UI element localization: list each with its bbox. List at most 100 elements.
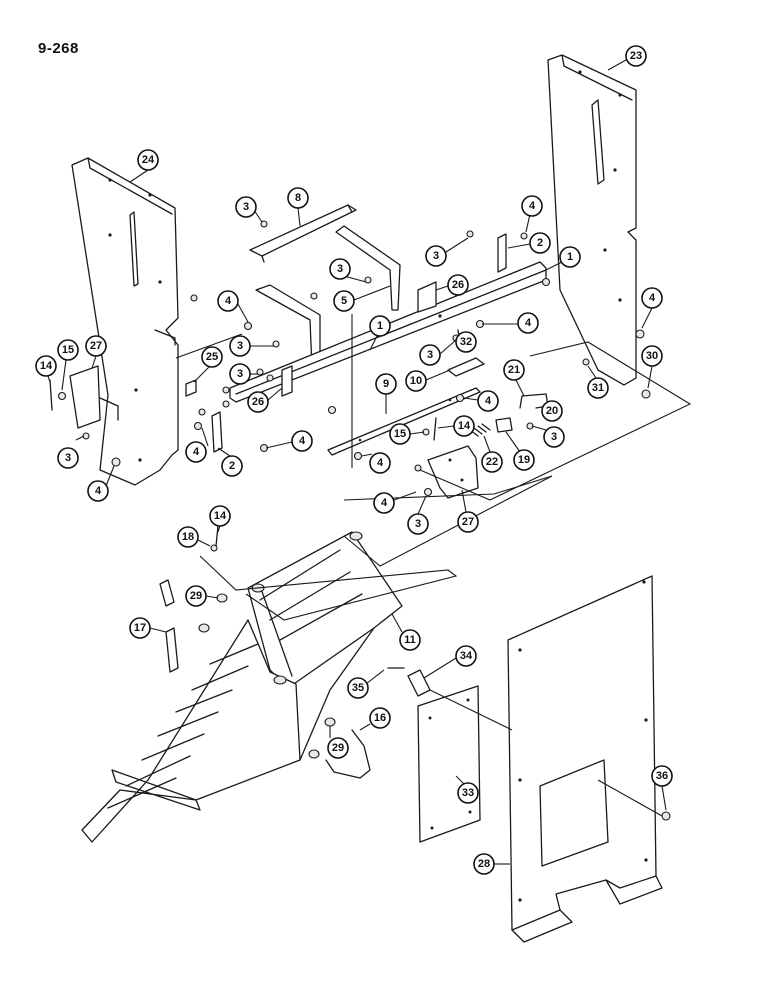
callout-20-label: 20 — [546, 405, 558, 417]
callout-17-label: 17 — [134, 622, 146, 634]
callout-2-b: 2 — [217, 447, 243, 477]
callout-32-label: 32 — [460, 336, 472, 348]
callout-5: 5 — [333, 285, 391, 312]
callout-14-c: 14 — [209, 505, 231, 533]
callout-2-a-label: 2 — [537, 237, 543, 249]
callout-4-b-label: 4 — [225, 295, 232, 307]
callout-3-a: 3 — [235, 196, 263, 223]
callout-3-d: 3 — [229, 335, 274, 357]
callout-26-b-label: 26 — [252, 396, 264, 408]
callout-3-h: 3 — [407, 495, 429, 535]
callout-4-a: 4 — [521, 195, 543, 233]
callout-3-a-label: 3 — [243, 201, 249, 213]
callout-11: 11 — [391, 613, 421, 651]
callout-28-label: 28 — [478, 858, 490, 870]
callout-27-b-label: 27 — [462, 516, 474, 528]
callout-27-b: 27 — [457, 489, 479, 533]
callout-29-a-label: 29 — [190, 590, 202, 602]
callout-4-d: 4 — [641, 287, 663, 329]
callout-34-label: 34 — [460, 650, 473, 662]
callout-3-e-label: 3 — [237, 368, 243, 380]
callout-22: 22 — [481, 435, 503, 473]
callout-2-a: 2 — [507, 232, 551, 254]
callout-3-h-label: 3 — [415, 518, 421, 530]
callout-23-label: 23 — [630, 50, 642, 62]
callout-27-a-label: 27 — [90, 340, 102, 352]
callout-14-b: 14 — [437, 415, 475, 437]
callout-14-c-label: 14 — [214, 510, 227, 522]
callout-4-i-label: 4 — [95, 485, 102, 497]
left-side-panel — [71, 157, 179, 486]
callout-25: 25 — [193, 346, 223, 383]
callout-36-label: 36 — [656, 770, 668, 782]
callout-26-b: 26 — [247, 387, 283, 413]
page-number: 9-268 — [38, 40, 79, 57]
hardware — [49, 220, 651, 552]
step-accessories — [159, 579, 371, 779]
callout-4-c-label: 4 — [525, 317, 532, 329]
callout-14-b-label: 14 — [458, 420, 471, 432]
callout-3-f-label: 3 — [427, 349, 433, 361]
callout-21-label: 21 — [508, 364, 520, 376]
callout-8: 8 — [287, 187, 309, 227]
callout-4-h: 4 — [361, 452, 391, 474]
assembly-guide-lines — [175, 314, 692, 817]
callout-9: 9 — [375, 373, 397, 414]
callout-26-a-label: 26 — [452, 279, 464, 291]
callout-16: 16 — [359, 707, 391, 731]
callout-24-label: 24 — [142, 154, 155, 166]
callout-24: 24 — [129, 149, 159, 183]
callout-16-label: 16 — [374, 712, 386, 724]
callout-36: 36 — [651, 765, 673, 811]
callout-29-a: 29 — [185, 585, 219, 607]
callout-19-label: 19 — [518, 454, 530, 466]
callout-22-label: 22 — [486, 456, 498, 468]
callout-32: 32 — [455, 331, 477, 353]
callout-3-i-label: 3 — [65, 452, 71, 464]
callout-30: 30 — [641, 345, 663, 389]
callout-19: 19 — [505, 431, 535, 471]
callout-4-f-label: 4 — [193, 446, 200, 458]
cover-plate — [387, 667, 481, 843]
callout-4-i: 4 — [87, 465, 115, 502]
shield-panel — [507, 575, 671, 943]
callout-4-g: 4 — [265, 430, 313, 452]
callout-4-g-label: 4 — [299, 435, 306, 447]
callout-2-b-label: 2 — [229, 460, 235, 472]
callout-26-a: 26 — [435, 274, 469, 296]
right-side-panel — [547, 54, 637, 386]
callout-34: 34 — [423, 645, 477, 679]
callout-33-label: 33 — [462, 787, 474, 799]
callout-3-f: 3 — [419, 339, 457, 366]
callout-14-a: 14 — [35, 355, 57, 383]
callout-18: 18 — [177, 526, 211, 548]
callout-33: 33 — [455, 775, 479, 804]
callout-4-e-label: 4 — [485, 395, 492, 407]
callout-18-label: 18 — [182, 531, 194, 543]
callout-20: 20 — [541, 400, 563, 422]
callout-1-b-label: 1 — [377, 320, 383, 332]
callout-3-b-label: 3 — [433, 250, 439, 262]
callout-1-a: 1 — [545, 246, 581, 271]
callout-4-c: 4 — [482, 312, 539, 334]
callout-23: 23 — [607, 45, 647, 71]
callout-35: 35 — [347, 669, 385, 699]
callout-31: 31 — [587, 365, 609, 399]
callout-21: 21 — [503, 359, 525, 397]
callout-14-a-label: 14 — [40, 360, 53, 372]
callout-3-c: 3 — [329, 258, 367, 283]
callout-1-a-label: 1 — [567, 251, 573, 263]
callout-29-b: 29 — [327, 726, 349, 759]
callout-3-g: 3 — [531, 425, 565, 448]
callout-4-a-label: 4 — [529, 200, 536, 212]
callout-3-e: 3 — [229, 363, 258, 385]
callout-3-d-label: 3 — [237, 340, 243, 352]
callout-3-c-label: 3 — [337, 263, 343, 275]
callout-4-b: 4 — [217, 290, 249, 323]
callout-10: 10 — [405, 369, 451, 392]
callout-15-b-label: 15 — [394, 428, 406, 440]
top-bracket — [249, 204, 357, 263]
bottom-strap — [327, 387, 481, 456]
callout-1-b: 1 — [369, 315, 391, 351]
